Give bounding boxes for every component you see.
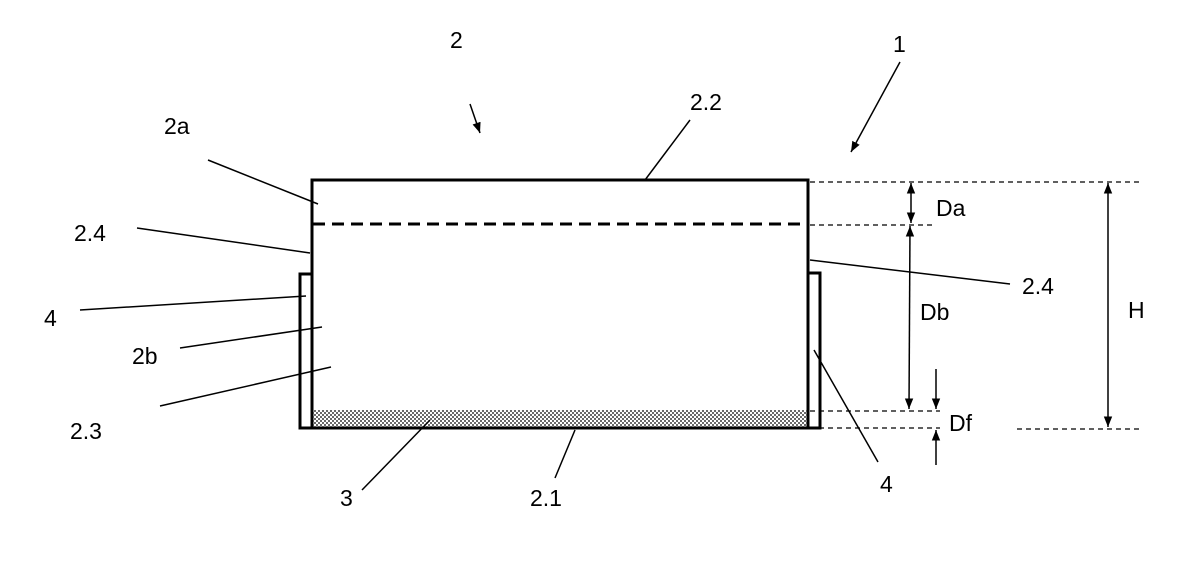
dim-da-label: Da [936,195,966,221]
label-2: 2 [450,27,463,53]
leader-lines [79,61,1011,491]
dimension-guides [810,181,1142,430]
powder-layer [313,410,808,428]
label-2b: 2b [132,343,158,369]
label-4-right: 4 [880,471,893,497]
label-4-left: 4 [44,305,57,331]
dim-db-label: Db [920,299,949,325]
label-2-2: 2.2 [690,89,722,115]
label-2a: 2a [164,113,190,139]
label-2-3: 2.3 [70,418,102,444]
dimension-arrows [904,183,1113,465]
dim-db-arrow [904,225,915,410]
dim-h-label: H [1128,297,1145,323]
label-2-1: 2.1 [530,485,562,511]
label-2-4-right: 2.4 [1022,273,1054,299]
label-1: 1 [893,31,906,57]
label-3: 3 [340,485,353,511]
side-plate-left [298,272,314,430]
dim-df-label: Df [949,410,973,436]
label-2-4-left: 2.4 [74,220,106,246]
container-body [310,178,810,430]
